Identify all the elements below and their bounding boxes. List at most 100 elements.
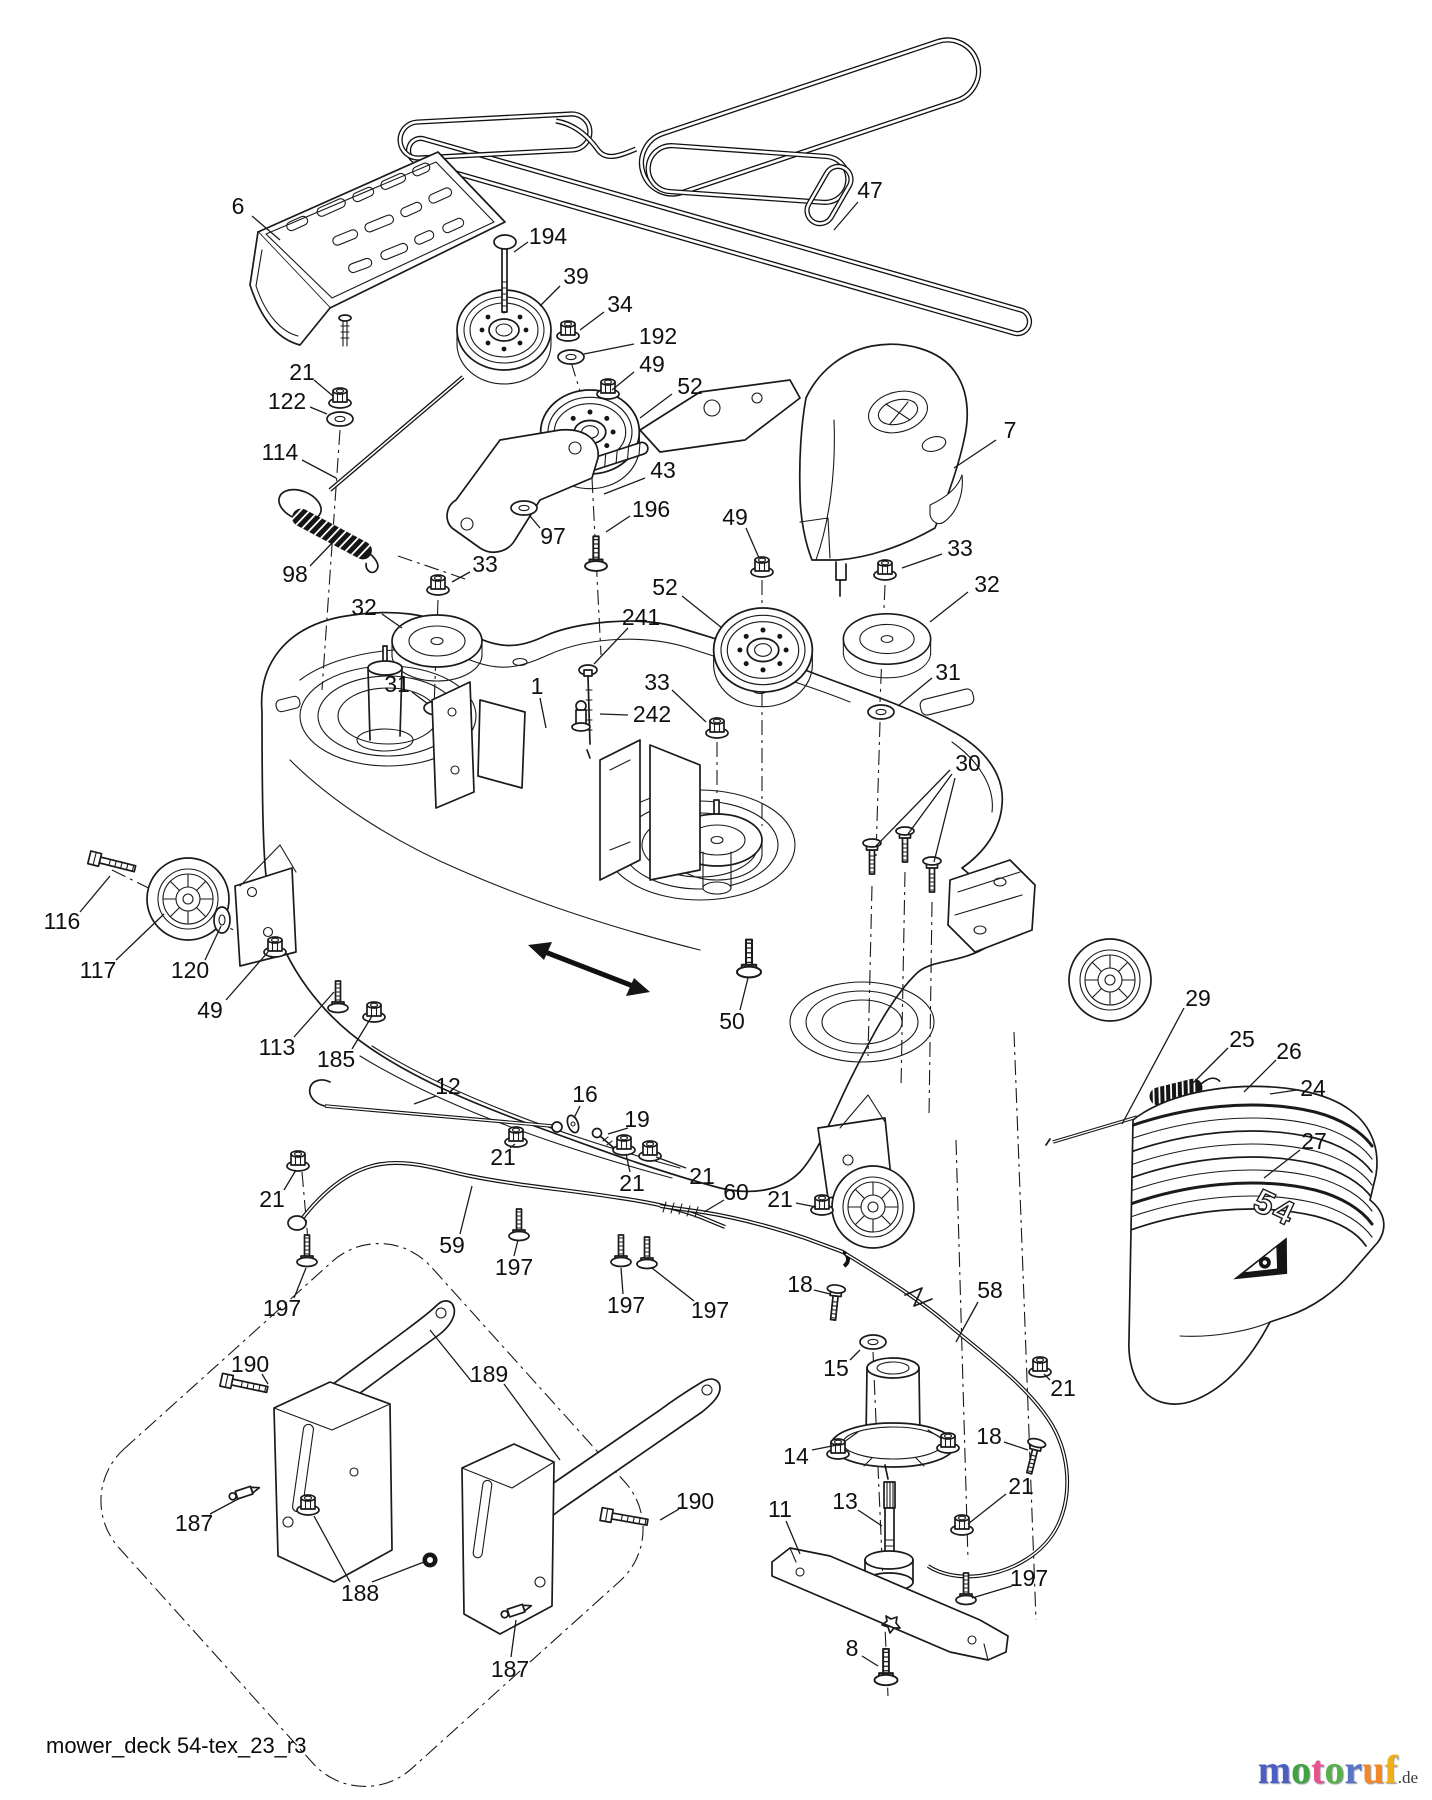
leader-line: [261, 1373, 269, 1385]
bolt-194: [493, 234, 517, 313]
part-callout-52: 52: [652, 574, 678, 600]
nut-188: [296, 1494, 320, 1516]
part-callout-30: 30: [955, 750, 981, 776]
part-callout-27: 27: [1301, 1128, 1327, 1154]
deck-corner-bracket: [947, 859, 1036, 953]
leader-line: [503, 1383, 561, 1461]
pulley-32-right: [842, 612, 932, 679]
logo-letter: f: [1384, 1747, 1398, 1792]
leader-line: [599, 713, 629, 716]
part-callout-21: 21: [259, 1186, 285, 1212]
motoruf-logo[interactable]: motoruf.de: [1258, 1750, 1418, 1798]
leader-line: [313, 379, 334, 397]
grease-fitting-187-left: [228, 1485, 261, 1501]
leader-line: [209, 1497, 241, 1515]
leader-line: [115, 913, 165, 961]
nut-21: [1028, 1356, 1052, 1378]
leader-line: [813, 1289, 831, 1295]
leader-line: [313, 1515, 351, 1583]
bolt-18: [823, 1283, 847, 1322]
leader-line: [625, 1153, 631, 1173]
leader-line: [929, 591, 969, 623]
part-callout-32: 32: [351, 594, 377, 620]
part-callout-14: 14: [783, 1443, 809, 1469]
leader-line: [381, 613, 403, 629]
leader-line: [204, 925, 222, 961]
part-callout-21: 21: [490, 1144, 516, 1170]
suspension-plate-left: [273, 1381, 393, 1583]
part-callout-26: 26: [1276, 1038, 1302, 1064]
blade-bolt-8: [873, 1647, 899, 1687]
mandrel-cover-left: [249, 151, 506, 347]
deck-wheel-front: [831, 1165, 915, 1249]
part-callout-21: 21: [289, 359, 315, 385]
logo-letter: m: [1257, 1747, 1292, 1792]
leader-line: [539, 285, 561, 307]
leader-line: [529, 515, 541, 529]
part-callout-60: 60: [723, 1179, 749, 1205]
part-callout-197: 197: [607, 1292, 645, 1318]
part-callout-39: 39: [563, 263, 589, 289]
part-callout-25: 25: [1229, 1026, 1255, 1052]
lift-rod-12: [308, 1079, 563, 1133]
logo-letter: o: [1291, 1747, 1312, 1792]
nut-21: [612, 1134, 636, 1156]
logo-letter: o: [1324, 1747, 1345, 1792]
leader-line: [309, 406, 328, 415]
part-callout-188: 188: [341, 1580, 379, 1606]
part-callout-1: 1: [531, 673, 544, 699]
center-spindle-bracket: [599, 739, 701, 881]
leader-line: [1243, 1059, 1277, 1093]
locknut-49-top: [596, 378, 620, 400]
bolt-196: [584, 535, 608, 572]
part-callout-24: 24: [1300, 1075, 1326, 1101]
suspension-plate-right: [461, 1443, 555, 1635]
leader-line: [251, 215, 281, 241]
nut-21-top: [328, 387, 352, 409]
part-callout-18: 18: [787, 1271, 813, 1297]
part-callout-33: 33: [947, 535, 973, 561]
part-callout-21: 21: [767, 1186, 793, 1212]
part-callout-241: 241: [622, 604, 660, 630]
leader-line: [795, 1202, 817, 1208]
brake-rod-60: [659, 1201, 850, 1268]
mower-deck-shell: [260, 611, 1006, 1193]
nut-34: [556, 320, 580, 342]
left-spindle-assembly: [356, 645, 526, 809]
nut-188-dark: [422, 1552, 438, 1568]
part-callout-47: 47: [857, 177, 883, 203]
leader-line: [539, 697, 547, 729]
leader-line: [225, 951, 269, 1001]
idler-arm-bracket: [639, 379, 801, 453]
leader-line: [429, 1329, 473, 1383]
nut-21: [950, 1514, 974, 1536]
part-callout-197: 197: [263, 1295, 301, 1321]
chute-ribs: [1128, 1103, 1374, 1247]
part-callout-31: 31: [935, 659, 961, 685]
logo-letter: r: [1344, 1747, 1363, 1792]
leader-line: [79, 875, 111, 913]
leader-line: [953, 439, 997, 469]
part-callout-117: 117: [80, 957, 117, 983]
bolt-190-right: [599, 1506, 650, 1530]
nut-33-left: [426, 574, 450, 596]
part-callout-33: 33: [644, 669, 670, 695]
locknut-49-center: [750, 556, 774, 578]
part-callout-52: 52: [677, 373, 703, 399]
leader-line: [583, 343, 635, 355]
link-16: [566, 1114, 580, 1134]
leader-line: [897, 677, 933, 707]
leader-line: [857, 1509, 883, 1527]
logo-domain-suffix: .de: [1397, 1768, 1418, 1787]
leader-line: [579, 311, 605, 331]
leader-line: [659, 1508, 680, 1521]
nut-33-center: [705, 717, 729, 739]
suspension-arm-189-right: [509, 1378, 721, 1543]
leader-line: [411, 691, 429, 705]
leader-line: [739, 977, 749, 1011]
leader-line: [811, 1443, 843, 1451]
logo-letter: t: [1311, 1747, 1325, 1792]
part-callout-187: 187: [175, 1510, 213, 1536]
leader-line: [971, 1585, 1013, 1599]
